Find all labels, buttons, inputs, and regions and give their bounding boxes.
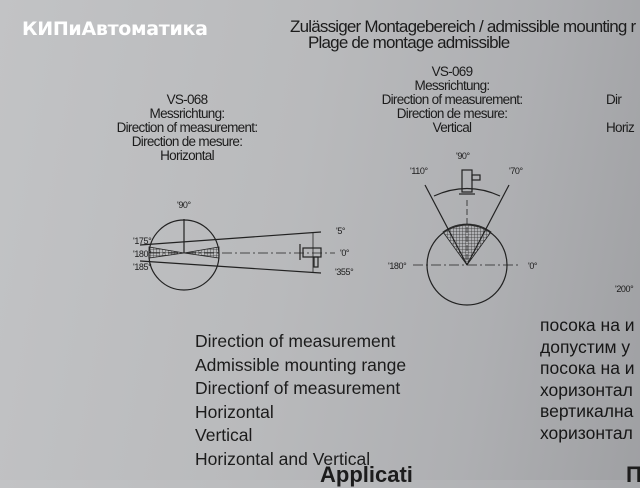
vs068-line3: Direction de mesure:	[131, 134, 243, 149]
vs068-caption: VS-068 Messrichtung: Direction of measur…	[87, 93, 287, 163]
legend-bg-item: вертикална	[540, 401, 634, 421]
bottom-heading-right: П	[626, 462, 640, 487]
vs069-angle-180: '180°	[388, 261, 407, 271]
partial-caption: Dir Horiz	[606, 92, 635, 135]
vs069-line1: Messrichtung:	[414, 78, 491, 93]
vs068-range-right	[183, 246, 220, 259]
vs068-angle-0: '0°	[340, 248, 350, 258]
vs068-angle-185: '185°	[133, 262, 152, 272]
vs068-angle-175: '175°	[133, 236, 152, 246]
bottom-heading-left: Applicati	[320, 462, 413, 487]
legend-list: Direction of measurement Admissible moun…	[195, 330, 406, 471]
vs069-angle-0: '0°	[528, 261, 538, 271]
legend-item: Horizontal	[195, 401, 274, 422]
vs068-line4: Horizontal	[160, 148, 214, 163]
vs069-angle-70: '70°	[509, 166, 523, 176]
vs069-line3: Direction de mesure:	[396, 106, 508, 121]
legend-item: Direction of measurement	[195, 331, 396, 351]
vs068-line2: Direction of measurement:	[116, 120, 259, 135]
vs068-angle-5: '5°	[336, 226, 346, 236]
title-line-2: Plage de montage admissible	[308, 33, 510, 52]
vs068-angle-90: '90°	[177, 200, 191, 210]
legend-bulgarian-list: посока на и допустим у посока на и хориз…	[540, 315, 635, 444]
legend-item: Horizontal and Vertical	[195, 448, 371, 469]
legend-item: Directionf of measurement	[195, 378, 401, 398]
vs069-angle-90: '90°	[456, 151, 470, 161]
vs068-model: VS-068	[166, 92, 209, 107]
partial-line2: Horiz	[606, 120, 635, 135]
legend-bg-item: посока на и	[540, 358, 635, 378]
vs068-angle-180: '180°	[133, 249, 152, 259]
legend-item: Admissible mounting range	[195, 354, 407, 375]
vs069-diagram	[413, 169, 520, 306]
vs069-line4: Vertical	[432, 120, 472, 135]
vs068-angle-355: '355°	[335, 267, 354, 277]
vs069-angle-110: '110°	[410, 166, 428, 176]
title-line-1: Zulässiger Montagebereich / admissible m…	[290, 17, 636, 36]
legend-item: Vertical	[195, 425, 253, 445]
legend-bg-item: хоризонтал	[540, 379, 633, 400]
vs069-caption: VS-069 Messrichtung: Direction of measur…	[352, 65, 552, 135]
vs068-range-left	[148, 246, 185, 259]
legend-bg-item: посока на и	[540, 315, 635, 335]
partial-angle-200: '200°	[615, 284, 634, 294]
partial-line1: Dir	[606, 92, 622, 107]
vs068-sensor-icon	[302, 247, 322, 258]
vs069-model: VS-069	[431, 64, 474, 79]
vs069-line2: Direction of measurement:	[381, 92, 524, 107]
watermark-logo: КИПиАвтоматика	[22, 18, 208, 40]
vs068-line1: Messrichtung:	[149, 106, 226, 121]
legend-bg-item: допустим у	[540, 336, 631, 357]
legend-bg-item: хоризонтал	[540, 422, 633, 443]
vs069-sensor-icon	[461, 169, 473, 193]
vs068-diagram	[139, 219, 335, 291]
